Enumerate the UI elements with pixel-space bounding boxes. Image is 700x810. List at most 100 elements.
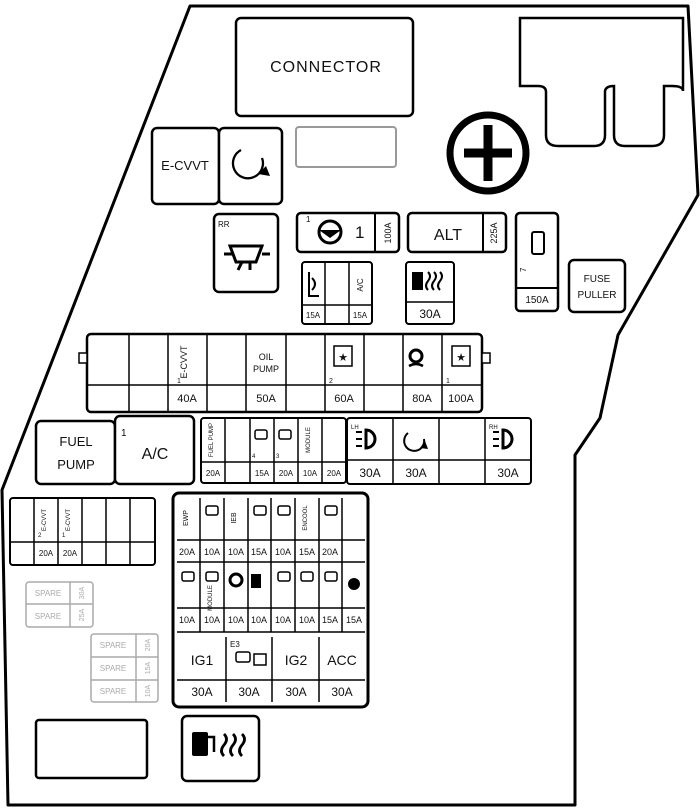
svg-text:20A: 20A [39,549,54,558]
engine-icon [254,429,268,440]
svg-text:30A: 30A [405,466,426,480]
svg-text:2: 2 [329,378,333,385]
svg-text:30A: 30A [359,466,380,480]
svg-text:20A: 20A [322,547,338,557]
svg-text:4: 4 [252,454,256,460]
spare-fuses: SPARE SPARE 30A 25A SPARE SPARE SPARE 20… [25,581,159,703]
horn-icon [308,272,319,297]
svg-text:E3: E3 [230,640,240,649]
svg-text:50A: 50A [256,393,276,405]
svg-text:FUEL PUMP: FUEL PUMP [209,423,215,457]
fuse-rating: 100A [383,222,393,243]
connector-block [234,16,415,118]
svg-text:30A: 30A [238,685,259,699]
svg-text:150A: 150A [525,295,549,306]
ecvvt-label: E-CVVT [161,158,209,173]
svg-text:SPARE: SPARE [100,641,127,650]
mounting-bracket [518,16,685,148]
module-icon [333,345,353,367]
svg-text:IEB: IEB [231,512,238,524]
fuel-icon [192,732,208,756]
svg-text:1: 1 [121,428,127,439]
fuel-pump-relay [34,419,117,486]
svg-text:20A: 20A [145,638,152,651]
svg-text:80A: 80A [412,393,432,405]
svg-text:RH: RH [489,425,498,431]
svg-text:20A: 20A [206,469,221,478]
light-icon [228,572,244,588]
svg-text:LH: LH [351,425,359,431]
headlamp-rh-icon [501,428,514,450]
svg-text:1: 1 [306,215,311,224]
fuse-alt [406,211,508,254]
svg-text:PULLER: PULLER [578,290,617,301]
svg-text:30A: 30A [191,685,212,699]
svg-text:2: 2 [38,533,42,539]
svg-text:EWP: EWP [183,510,190,526]
heater-icon [425,271,443,291]
svg-text:20A: 20A [279,469,294,478]
svg-text:1: 1 [177,378,181,385]
acc-label: ACC [327,652,357,668]
headlamp-lh-icon [364,428,377,450]
gear-icon [348,578,360,590]
svg-text:10A: 10A [228,615,244,625]
svg-text:1: 1 [446,378,450,385]
ig1-label: IG1 [191,652,214,668]
svg-text:SPARE: SPARE [35,612,62,621]
svg-text:10A: 10A [251,615,267,625]
connector-label: CONNECTOR [270,59,382,76]
fuel-icon [251,574,261,588]
heater-icon [220,733,246,757]
svg-text:10A: 10A [145,684,152,697]
svg-text:SPARE: SPARE [35,589,62,598]
svg-text:★: ★ [456,352,466,364]
svg-text:MODULE: MODULE [208,585,214,611]
svg-text:60A: 60A [334,393,354,405]
fog-lamp-icon [408,348,424,364]
svg-text:PUMP: PUMP [57,457,95,472]
svg-text:A/C: A/C [142,446,169,463]
svg-text:10A: 10A [179,615,195,625]
svg-text:10A: 10A [204,547,220,557]
fuse-150a [514,211,560,313]
svg-text:3: 3 [276,454,280,460]
svg-text:15A: 15A [255,469,270,478]
svg-text:30A: 30A [79,586,86,599]
svg-text:20A: 20A [327,469,342,478]
svg-text:100A: 100A [448,393,474,405]
svg-text:15A: 15A [145,661,152,674]
svg-text:15A: 15A [299,547,315,557]
svg-text:SPARE: SPARE [100,687,127,696]
svg-text:E-CVVT: E-CVVT [66,509,72,531]
ig2-label: IG2 [285,652,308,668]
rr-label: RR [218,220,230,229]
ac-relay [113,414,196,486]
blank-block [34,718,149,780]
svg-text:7: 7 [519,267,528,272]
fuse-row-main [85,332,484,414]
svg-text:FUSE: FUSE [584,274,611,285]
svg-text:E-CVVT: E-CVVT [42,509,48,531]
engine-icon [235,651,251,663]
svg-text:FUEL: FUEL [59,434,92,449]
svg-text:10A: 10A [275,547,291,557]
svg-text:ENCOOL: ENCOOL [303,505,309,531]
svg-text:25A: 25A [79,608,86,621]
svg-text:10A: 10A [303,469,318,478]
svg-text:1: 1 [355,223,364,242]
svg-text:30A: 30A [285,685,306,699]
svg-text:SPARE: SPARE [100,664,127,673]
svg-text:PUMP: PUMP [253,364,279,374]
rotate-icon [231,148,265,180]
svg-text:10A: 10A [204,615,220,625]
svg-text:A/C: A/C [356,278,365,292]
empty-slot [295,126,397,168]
svg-text:30A: 30A [331,685,352,699]
svg-text:15A: 15A [346,615,362,625]
alt-label: ALT [434,227,462,244]
fuel-icon [412,272,423,290]
svg-text:OIL: OIL [259,352,274,362]
svg-text:40A: 40A [177,393,197,405]
